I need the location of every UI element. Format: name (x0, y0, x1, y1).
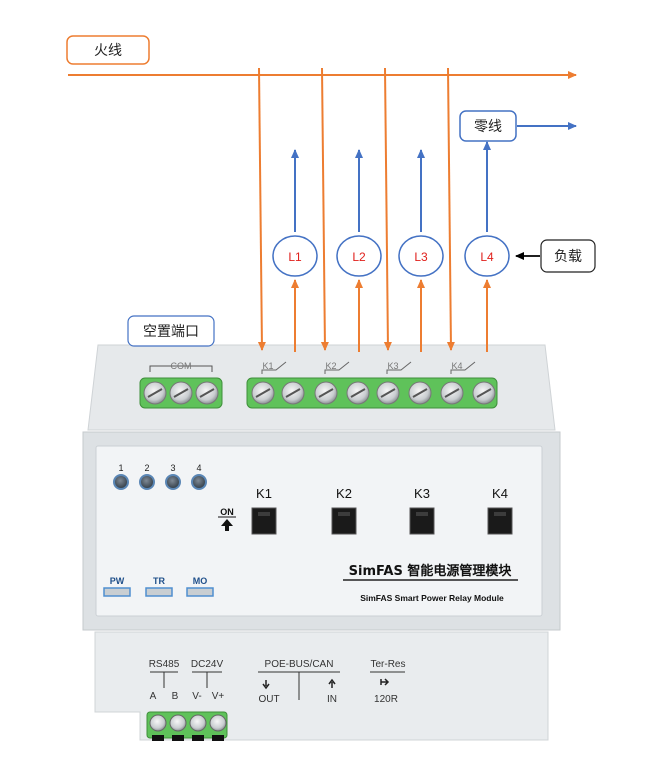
status-label-pw: PW (110, 576, 125, 586)
load-label: 负载 (554, 249, 582, 265)
relay-module (70, 316, 570, 750)
indicator-number-3: 3 (170, 463, 175, 473)
indicator-led-1 (113, 474, 129, 490)
status-led-mo (186, 587, 214, 597)
indicator-number-4: 4 (196, 463, 201, 473)
status-leds (103, 587, 214, 597)
live-wire-label-box (66, 35, 150, 65)
live-wire-label: 火线 (94, 43, 122, 59)
relay-terminal-block (246, 361, 498, 409)
button-label-k2: K2 (336, 486, 352, 501)
brand-subtitle: SimFAS Smart Power Relay Module (360, 593, 504, 603)
relay-button-k3[interactable] (409, 507, 435, 535)
load-l3-label: L3 (414, 250, 428, 264)
indicator-leds (113, 474, 207, 490)
load-l1 (272, 235, 318, 277)
button-label-k3: K3 (414, 486, 430, 501)
neutral-wire-label: 零线 (474, 119, 502, 135)
indicator-number-2: 2 (144, 463, 149, 473)
front-panel (95, 445, 543, 617)
load-label-box (540, 239, 596, 273)
relay-button-k1[interactable] (251, 507, 277, 535)
dc24v-label: DC24V (191, 659, 224, 670)
load-l4 (464, 235, 510, 277)
ter-res-switch-icon (380, 678, 390, 686)
load-l2-label: L2 (352, 250, 366, 264)
diagram-labels: 火线 零线 负载 空置端口 L1 L2 L3 L4 COM K1 K2 K3 K… (94, 43, 582, 705)
status-label-mo: MO (193, 576, 208, 586)
out-arrow-icon (262, 680, 270, 690)
pin-120r-label: 120R (374, 694, 398, 705)
bottom-terminal-block (146, 711, 228, 741)
relay-terminal-label-k3: K3 (387, 361, 398, 371)
indicator-led-4 (191, 474, 207, 490)
in-arrow-icon (328, 678, 336, 688)
pin-vminus-label: V- (192, 691, 201, 702)
rs485-label: RS485 (149, 659, 180, 670)
load-l2 (336, 235, 382, 277)
status-led-pw (103, 587, 131, 597)
on-label: ON (220, 507, 234, 517)
live-drop-k3 (383, 67, 392, 351)
on-arrow-icon (221, 519, 233, 531)
pin-a-label: A (150, 691, 157, 702)
com-terminal-label: COM (171, 361, 192, 371)
brand-title: SimFAS 智能电源管理模块 (349, 563, 513, 579)
poe-bus-can-label: POE-BUS/CAN (265, 659, 334, 670)
neutral-wire-label-box (459, 110, 517, 142)
spare-port-label-box (127, 315, 215, 347)
pin-b-label: B (172, 691, 179, 702)
live-drop-k2 (320, 67, 329, 351)
pin-vplus-label: V+ (212, 691, 225, 702)
spare-port-label: 空置端口 (143, 324, 199, 340)
live-drop-k1 (257, 67, 266, 351)
relay-terminal-label-k2: K2 (325, 361, 336, 371)
relay-terminal-label-k1: K1 (262, 361, 273, 371)
load-l3 (398, 235, 444, 277)
relay-button-k4[interactable] (487, 507, 513, 535)
status-label-tr: TR (153, 576, 165, 586)
com-terminal-block (139, 365, 223, 409)
button-label-k1: K1 (256, 486, 272, 501)
ter-res-label: Ter-Res (370, 659, 405, 670)
pin-out-label: OUT (258, 694, 279, 705)
load-l4-label: L4 (480, 250, 494, 264)
relay-buttons (251, 507, 513, 535)
wiring-overlay (66, 35, 596, 352)
button-label-k4: K4 (492, 486, 508, 501)
pin-in-label: IN (327, 694, 337, 705)
bottom-label-lines (150, 671, 405, 700)
load-l1-label: L1 (288, 250, 302, 264)
indicator-led-3 (165, 474, 181, 490)
live-drop-k4 (446, 67, 455, 351)
indicator-led-2 (139, 474, 155, 490)
indicator-number-1: 1 (118, 463, 123, 473)
status-led-tr (145, 587, 173, 597)
relay-button-k2[interactable] (331, 507, 357, 535)
relay-terminal-label-k4: K4 (451, 361, 462, 371)
